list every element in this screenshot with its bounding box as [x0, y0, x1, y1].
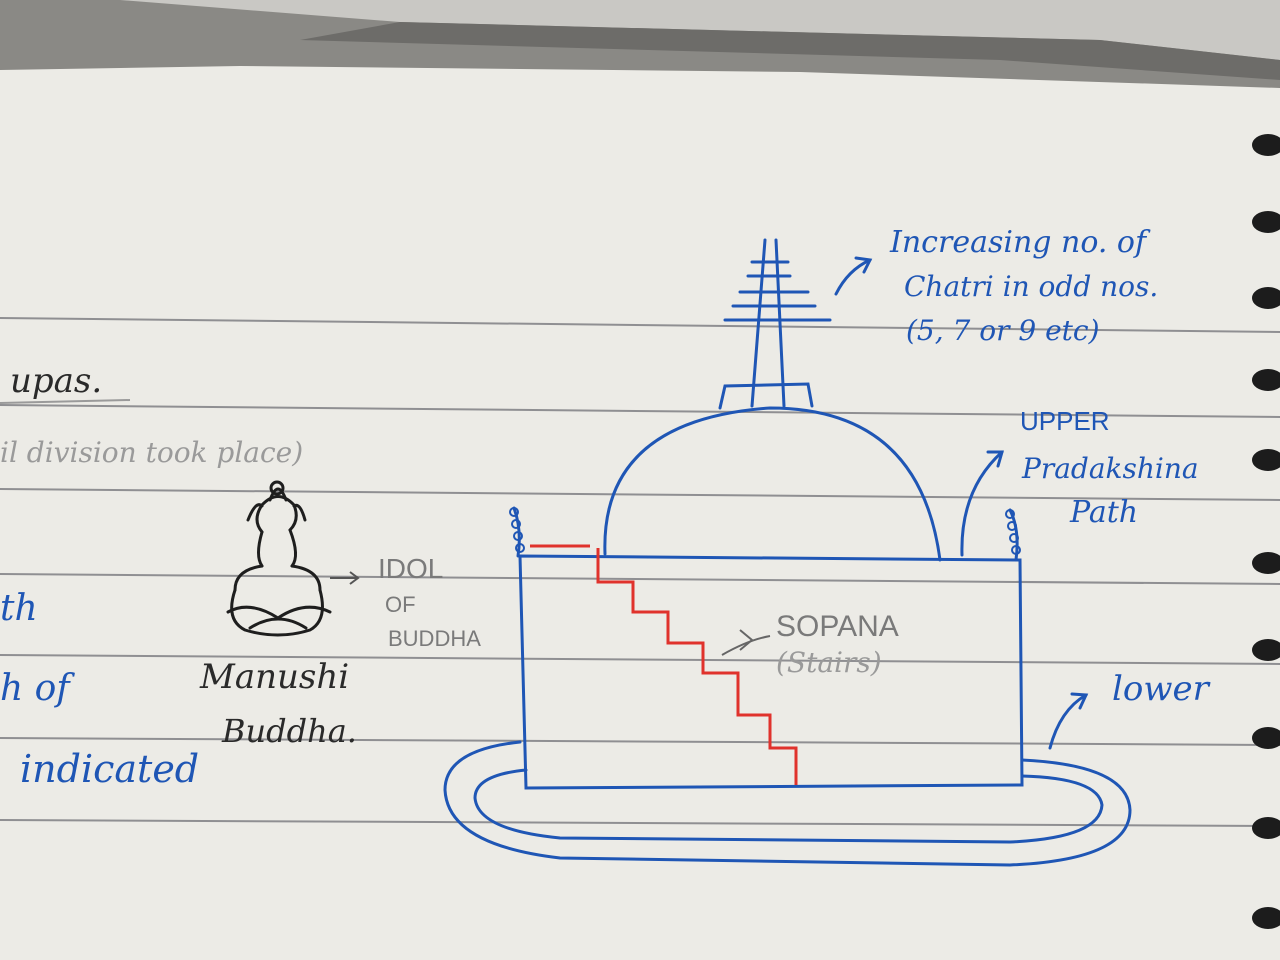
heading-fragment: upas. [10, 361, 102, 401]
lower-path-arrow [1048, 693, 1088, 750]
anda-dome [603, 406, 942, 562]
sopana-label-2: (Stairs) [776, 646, 882, 679]
notebook-page [0, 66, 1280, 960]
sopana-label-1: SOPANA [776, 610, 899, 643]
ruled-lines [0, 317, 1280, 827]
buddha-sketch [226, 480, 332, 637]
medhi-base [518, 554, 1024, 790]
idol-label-3: BUDDHA [388, 626, 481, 651]
upper-path-arrow [960, 450, 1004, 557]
lower-label: lower [1112, 669, 1211, 709]
lower-path-inner [473, 768, 1104, 844]
sopana-arrow [721, 629, 771, 656]
idol-label-2: OF [385, 592, 416, 617]
upper-label-3: Path [1069, 495, 1138, 530]
spire-left [750, 238, 767, 408]
railing-knobs [509, 507, 1021, 555]
sopana-stairs [596, 548, 798, 785]
chatri-label-3: (5, 7 or 9 etc) [906, 314, 1100, 347]
lower-path-outer [443, 740, 1132, 867]
harmika [718, 382, 814, 410]
heading-underline [0, 399, 131, 404]
railing-right [1008, 508, 1019, 562]
margin-line-3: indicated [20, 747, 199, 791]
upper-label-2: Pradakshina [1021, 452, 1199, 485]
margin-line-2: h of [0, 668, 75, 709]
chatri-label-2: Chatri in odd nos. [904, 270, 1158, 303]
subheading-fragment: il division took place) [0, 436, 303, 469]
spiral-binding [1252, 134, 1280, 929]
idol-label-1: IDOL [378, 553, 443, 584]
idol-arrow [330, 571, 360, 585]
laptop-edge [120, 0, 1280, 60]
buddha-caption-1: Manushi [199, 657, 349, 697]
margin-line-1: th [0, 588, 38, 629]
chatri-arrow [834, 258, 872, 296]
laptop-edge-shadow [300, 22, 1280, 80]
stupa-drawing [443, 238, 1132, 867]
buddha-caption-2: Buddha. [221, 712, 357, 750]
spire-right [774, 238, 786, 408]
chatri-label-1: Increasing no. of [889, 225, 1151, 260]
upper-label-1: UPPER [1020, 406, 1110, 436]
